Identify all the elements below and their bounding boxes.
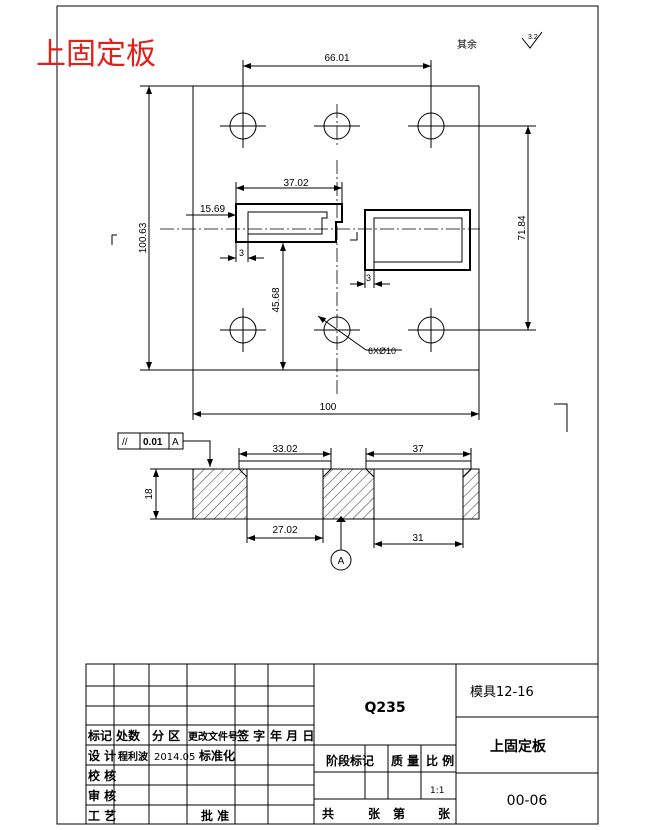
tb-part-name: 上固定板 — [490, 738, 547, 755]
tb-drawing-no: 00-06 — [507, 793, 548, 809]
dim-section-top-left: 33.02 — [272, 444, 297, 455]
dim-section-bottom-right: 31 — [412, 533, 424, 544]
dim-section-top-right: 37 — [412, 444, 424, 455]
tolerance-value: 0.01 — [143, 437, 163, 448]
datum-label: A — [338, 556, 345, 567]
tb-sheets-unit2: 张 — [438, 806, 451, 821]
dim-wall-left: 3 — [239, 248, 244, 258]
tb-zone: 分 区 — [152, 728, 180, 743]
tb-designer: 程利波 — [118, 750, 149, 763]
tb-sheets-total-label: 共 — [322, 806, 334, 821]
section-outline — [192, 468, 480, 520]
tb-weight-label: 质 量 — [391, 753, 419, 768]
right-pocket — [364, 209, 471, 271]
dim-wall-right: 3 — [366, 273, 371, 283]
roughness-value: 3.2 — [528, 34, 538, 41]
tb-scale: 1:1 — [430, 786, 444, 796]
tb-sheets-unit1: 张 — [368, 806, 381, 821]
dim-hole-spacing: 66.01 — [324, 53, 349, 64]
datum-marker: A — [330, 516, 352, 571]
sheet-border — [56, 5, 599, 825]
section-view: // 0.01 A 33.02 37 18 27.02 — [117, 432, 480, 571]
drawing-title: 上固定板 — [36, 37, 156, 72]
tb-design-date: 2014.05 — [154, 752, 195, 763]
tb-stage-label: 阶段标记 — [326, 753, 374, 768]
dim-hole-pitch-v: 71.84 — [517, 215, 528, 240]
tolerance-frame: // 0.01 A — [117, 432, 213, 467]
tb-mark: 标记 — [87, 728, 112, 743]
dim-pocket-width: 37.02 — [283, 178, 308, 189]
tolerance-symbol: // — [122, 437, 128, 448]
tb-check-label: 校 核 — [88, 768, 116, 783]
roughness-symbol: 3.2 — [521, 31, 543, 49]
dim-height-total: 100.63 — [138, 222, 149, 253]
dim-pocket-offset: 15.69 — [200, 204, 225, 215]
left-pocket — [235, 203, 343, 243]
tb-date: 年 月 日 — [270, 728, 314, 743]
title-block: 标记 处数 分 区 更改文件号 签 字 年 月 日 设 计 程利波 2014.0… — [85, 663, 599, 825]
tolerance-datum: A — [172, 437, 179, 448]
tb-sign: 签 字 — [236, 728, 265, 743]
tb-design-label: 设 计 — [88, 748, 116, 763]
tb-process-label: 工 艺 — [88, 808, 116, 823]
tb-sheet-label: 第 — [393, 806, 405, 821]
dim-offset-v: 45.68 — [271, 287, 282, 312]
tb-change-doc: 更改文件号 — [188, 730, 238, 743]
dim-thickness: 18 — [144, 488, 155, 500]
surface-note: 其余 — [457, 38, 477, 51]
plan-view: 66.01 37.02 15.69 100.63 71.84 45.68 3 — [111, 53, 568, 432]
tb-approve-label: 批 准 — [201, 808, 229, 823]
holes-callout: 6XØ10 — [368, 346, 396, 356]
tb-review-label: 审 核 — [88, 788, 116, 803]
tb-material: Q235 — [364, 700, 405, 716]
tb-model: 模具12-16 — [470, 685, 534, 700]
tb-standard-label: 标准化 — [198, 748, 235, 763]
dim-width-total: 100 — [320, 402, 337, 413]
tb-count: 处数 — [115, 728, 141, 743]
dim-section-bottom-left: 27.02 — [272, 525, 297, 536]
plate-outline — [192, 85, 480, 371]
tb-scale-label: 比 例 — [426, 753, 454, 768]
